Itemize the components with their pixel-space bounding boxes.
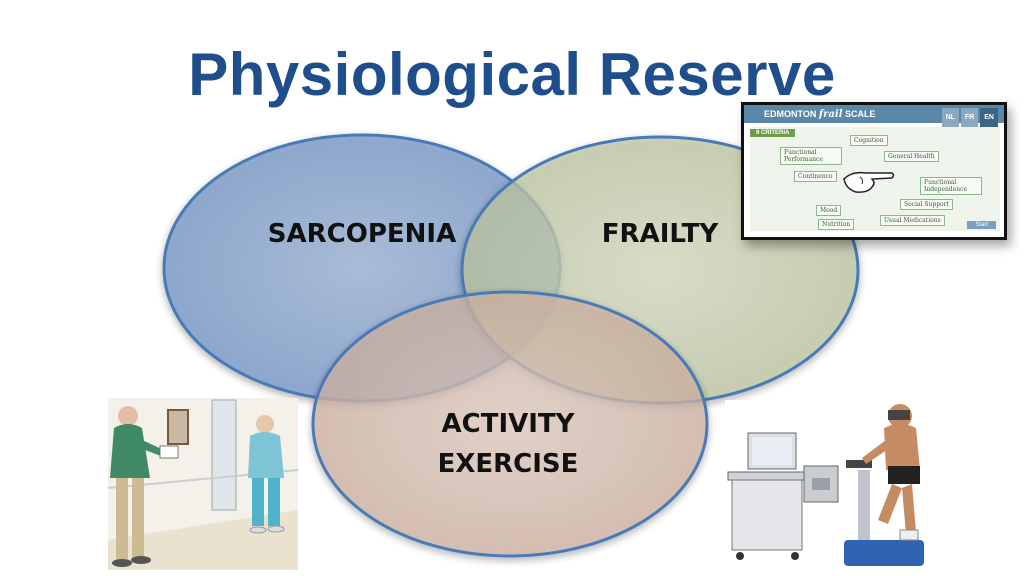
inset-brand-suffix: SCALE: [845, 109, 876, 119]
sarcopenia-label: SARCOPENIA: [268, 219, 456, 249]
node-nutrition: Nutrition: [818, 219, 855, 230]
edmonton-frail-scale-inset: EDMONTON frail SCALE NL FR EN Cognition …: [741, 102, 1007, 240]
node-usual-medications: Usual Medications: [880, 215, 945, 226]
activity-exercise-circle: [311, 290, 709, 558]
exercise-stress-test-bike-photo: [725, 400, 990, 572]
node-social-support: Social Support: [900, 199, 953, 210]
lang-nl[interactable]: NL: [941, 108, 959, 128]
node-continence: Continence: [794, 171, 837, 182]
node-mood: Mood: [816, 205, 842, 216]
node-functional-independence: Functional Independence: [920, 177, 982, 195]
inset-header: EDMONTON frail SCALE NL FR EN: [744, 105, 1004, 128]
inset-brand-frail: frail: [818, 109, 843, 120]
node-functional-performance: Functional Performance: [780, 147, 842, 165]
nurse-and-patient-walking-illustration: [107, 398, 299, 570]
start-button[interactable]: Start: [967, 221, 996, 229]
exercise-label: EXERCISE: [438, 449, 579, 479]
frailty-label: FRAILTY: [602, 219, 720, 249]
pointing-hand-icon: [843, 171, 895, 193]
criteria-tag: 9 CRITERIA: [750, 129, 796, 137]
lang-fr[interactable]: FR: [960, 108, 979, 128]
node-cognition: Cognition: [850, 135, 888, 146]
node-general-health: General Health: [884, 151, 939, 162]
inset-brand-prefix: EDMONTON: [764, 109, 817, 119]
language-switcher: NL FR EN: [941, 108, 998, 128]
slide-title: Physiological Reserve: [188, 41, 836, 108]
activity-label: ACTIVITY: [442, 409, 576, 439]
lang-en[interactable]: EN: [980, 108, 998, 128]
